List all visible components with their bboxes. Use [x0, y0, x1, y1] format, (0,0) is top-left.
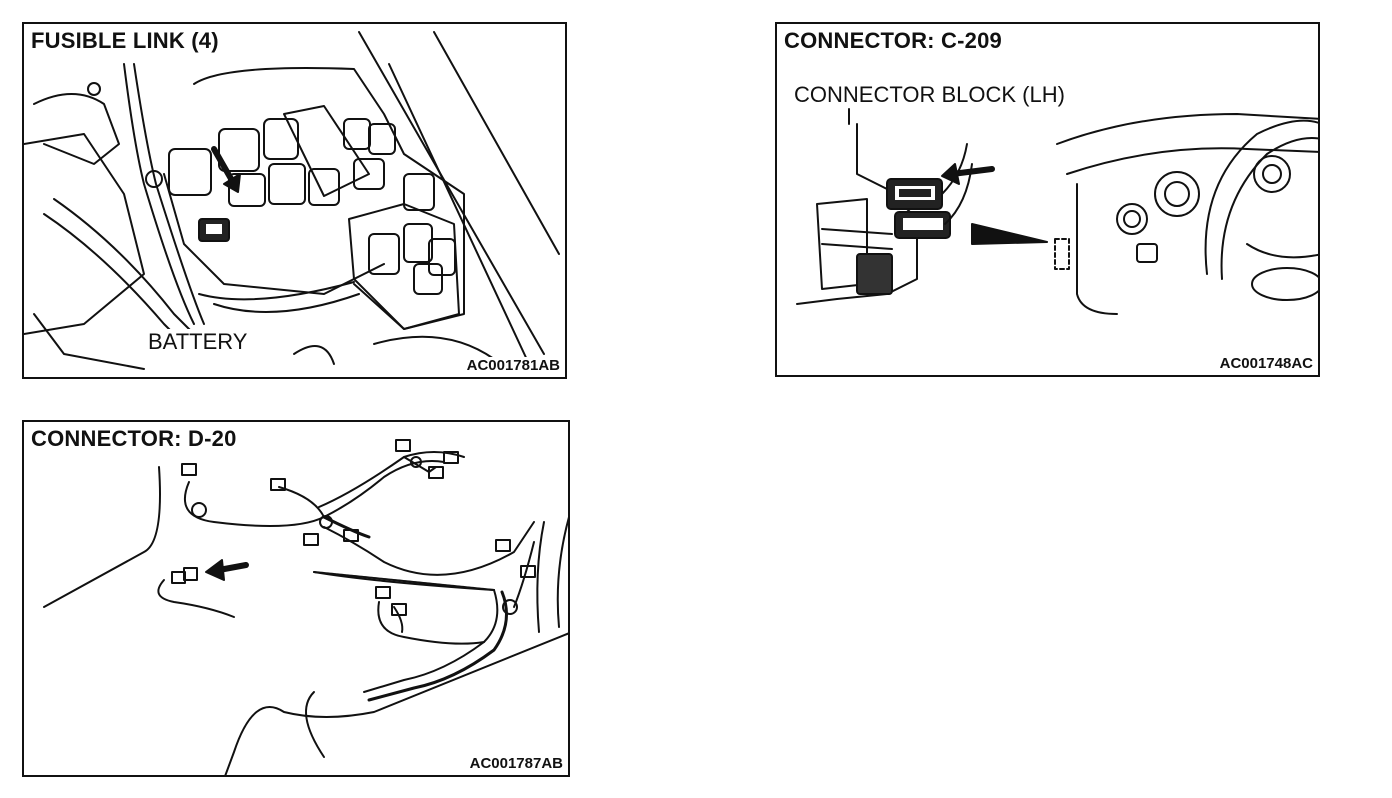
- dashboard-illustration: [796, 108, 1318, 315]
- panel-title: CONNECTOR: D-20: [31, 426, 241, 452]
- wiring-harness-illustration: [43, 439, 568, 775]
- figure-code: AC001781AB: [463, 357, 560, 374]
- connector-c209-panel: CONNECTOR: C-209 CONNECTOR BLOCK (LH) AC…: [775, 22, 1320, 377]
- connector-d20-panel: CONNECTOR: D-20 AC001787AB: [22, 420, 570, 777]
- panel-title: FUSIBLE LINK (4): [31, 28, 223, 54]
- figure-code: AC001748AC: [1216, 355, 1313, 372]
- connector-block-label: CONNECTOR BLOCK (LH): [792, 82, 1067, 108]
- battery-label: BATTERY: [146, 329, 250, 355]
- fusible-link-panel: FUSIBLE LINK (4) BATTERY AC001781AB: [22, 22, 567, 379]
- engine-bay-illustration: [24, 31, 560, 370]
- figure-code: AC001787AB: [466, 755, 563, 772]
- panel-title: CONNECTOR: C-209: [784, 28, 1006, 54]
